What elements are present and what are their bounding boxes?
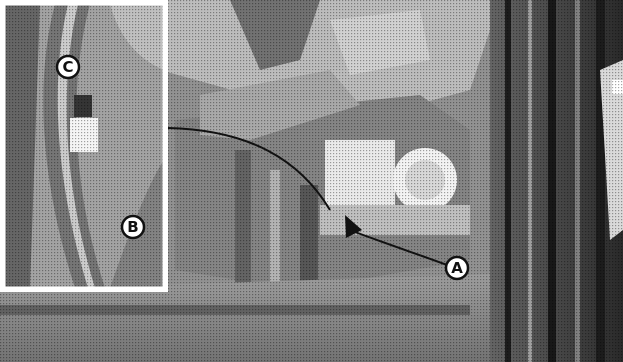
callout-a-circle [444, 255, 470, 281]
inset-frame [2, 2, 166, 290]
callout-c-circle [55, 54, 81, 80]
leader-arrow-icon [345, 215, 362, 238]
callout-b-label: B [127, 218, 138, 236]
callout-c-label: C [62, 58, 73, 76]
inset-detail-panel [0, 0, 168, 292]
callout-b: B [120, 214, 146, 240]
callout-b-circle [120, 214, 146, 240]
leader-line [167, 127, 331, 211]
leader-line-to-callout-a [354, 231, 448, 266]
inset-halftone [4, 4, 164, 288]
callout-a: A [444, 255, 470, 281]
callout-c: C [55, 54, 81, 80]
callout-a-label: A [451, 259, 463, 277]
